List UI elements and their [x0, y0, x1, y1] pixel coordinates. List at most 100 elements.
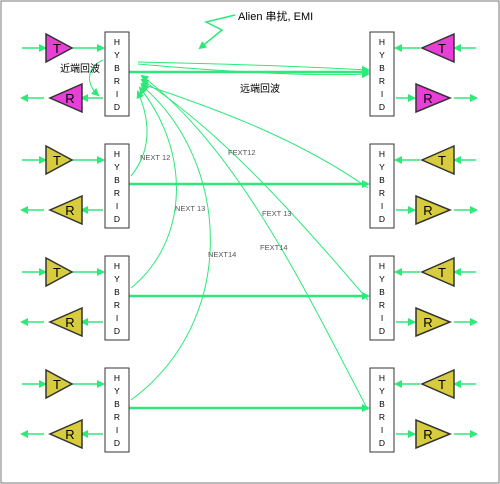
hybrid-letter: I [116, 201, 118, 211]
hybrid-letter: D [379, 214, 385, 224]
receiver-triangle-icon [415, 418, 452, 450]
fext12-curve [140, 82, 369, 189]
fext14-label: FEXT14 [260, 243, 288, 252]
transmitter-triangle-icon [45, 368, 74, 400]
receiver-triangle-icon [48, 194, 83, 226]
hybrid-box-icon [369, 143, 395, 229]
hybrid-letter: B [114, 399, 120, 409]
hybrid-letter: Y [114, 386, 120, 396]
hybrid-letter: B [114, 287, 120, 297]
hybrid-letter: B [114, 63, 120, 73]
near-echo-curve [89, 59, 104, 97]
far-echo-curve [137, 61, 370, 74]
hybrid-box-icon [104, 255, 130, 341]
transmitter-triangle-icon [45, 32, 74, 64]
transmitter-letter: T [53, 41, 61, 56]
hybrid-letter: D [114, 214, 120, 224]
hybrid-letter: Y [379, 274, 385, 284]
transmitter-letter: T [438, 41, 446, 56]
hybrid-letter: Y [379, 162, 385, 172]
receiver-letter: R [65, 91, 74, 106]
hybrid-letter: R [114, 76, 120, 86]
hybrid-letter: D [379, 326, 385, 336]
transmitter-triangle-icon [420, 32, 455, 64]
near-echo-label: 近端回波 [60, 62, 100, 75]
components-layer: TRTRHYBRIDHYBRIDTRTRHYBRIDHYBRIDTRTRHYBR… [45, 31, 455, 453]
receiver-triangle-icon [48, 418, 83, 450]
crosstalk-layer [89, 59, 370, 411]
hybrid-letter: I [381, 201, 383, 211]
transmitter-letter: T [438, 265, 446, 280]
next13-curve [130, 86, 177, 289]
hybrid-letter: R [379, 76, 385, 86]
hybrid-box-icon [369, 255, 395, 341]
hybrid-letter: Y [114, 162, 120, 172]
receiver-letter: R [65, 427, 74, 442]
receiver-triangle-icon [48, 306, 83, 338]
hybrid-letter: H [379, 37, 385, 47]
receiver-triangle-icon [415, 306, 452, 338]
receiver-letter: R [423, 427, 432, 442]
hybrid-letter: Y [379, 386, 385, 396]
receiver-letter: R [65, 315, 74, 330]
hybrid-letter: H [114, 373, 120, 383]
far-echo-curve-2 [137, 63, 370, 79]
transmitter-triangle-icon [420, 256, 455, 288]
hybrid-letter: R [114, 300, 120, 310]
next13-label: NEXT 13 [175, 204, 205, 213]
receiver-letter: R [423, 315, 432, 330]
hybrid-letter: H [379, 149, 385, 159]
hybrid-letter: I [116, 89, 118, 99]
hybrid-box-icon [369, 31, 395, 117]
hybrid-letter: R [379, 412, 385, 422]
next14-label: NEXT14 [208, 250, 236, 259]
hybrid-letter: I [381, 89, 383, 99]
hybrid-letter: B [379, 287, 385, 297]
fext13-label: FEXT 13 [262, 209, 291, 218]
hybrid-letter: H [114, 261, 120, 271]
far-echo-label: 远端回波 [240, 82, 280, 95]
hybrid-letter: H [114, 37, 120, 47]
transmitter-triangle-icon [45, 144, 74, 176]
alien-crosstalk-label: Alien 串扰, EMI [238, 9, 313, 23]
hybrid-box-icon [104, 31, 130, 117]
hybrid-letter: H [379, 261, 385, 271]
hybrid-letter: I [116, 313, 118, 323]
hybrid-letter: D [114, 102, 120, 112]
transmitter-triangle-icon [420, 144, 455, 176]
fext12-label: FEXT12 [228, 148, 256, 157]
hybrid-letter: H [379, 373, 385, 383]
receiver-triangle-icon [415, 194, 452, 226]
lightning-arrow-icon [198, 14, 236, 50]
next12-curve [130, 90, 148, 177]
hybrid-letter: B [114, 175, 120, 185]
transmitter-letter: T [53, 377, 61, 392]
hybrid-letter: H [114, 149, 120, 159]
hybrid-letter: D [114, 438, 120, 448]
receiver-triangle-icon [48, 82, 83, 114]
hybrid-letter: R [114, 412, 120, 422]
transmitter-letter: T [438, 153, 446, 168]
hybrid-letter: I [381, 313, 383, 323]
receiver-triangle-icon [415, 82, 452, 114]
receiver-letter: R [423, 203, 432, 218]
hybrid-letter: D [379, 102, 385, 112]
hybrid-letter: I [116, 425, 118, 435]
hybrid-box-icon [104, 143, 130, 229]
hybrid-box-icon [104, 367, 130, 453]
transmitter-letter: T [53, 265, 61, 280]
transmitter-letter: T [53, 153, 61, 168]
hybrid-letter: R [379, 300, 385, 310]
hybrid-letter: R [379, 188, 385, 198]
receiver-letter: R [423, 91, 432, 106]
hybrid-letter: D [379, 438, 385, 448]
transmitter-triangle-icon [45, 256, 74, 288]
hybrid-letter: B [379, 63, 385, 73]
hybrid-letter: I [381, 425, 383, 435]
receiver-letter: R [65, 203, 74, 218]
hybrid-letter: B [379, 399, 385, 409]
transmitter-letter: T [438, 377, 446, 392]
next12-label: NEXT 12 [140, 153, 170, 162]
